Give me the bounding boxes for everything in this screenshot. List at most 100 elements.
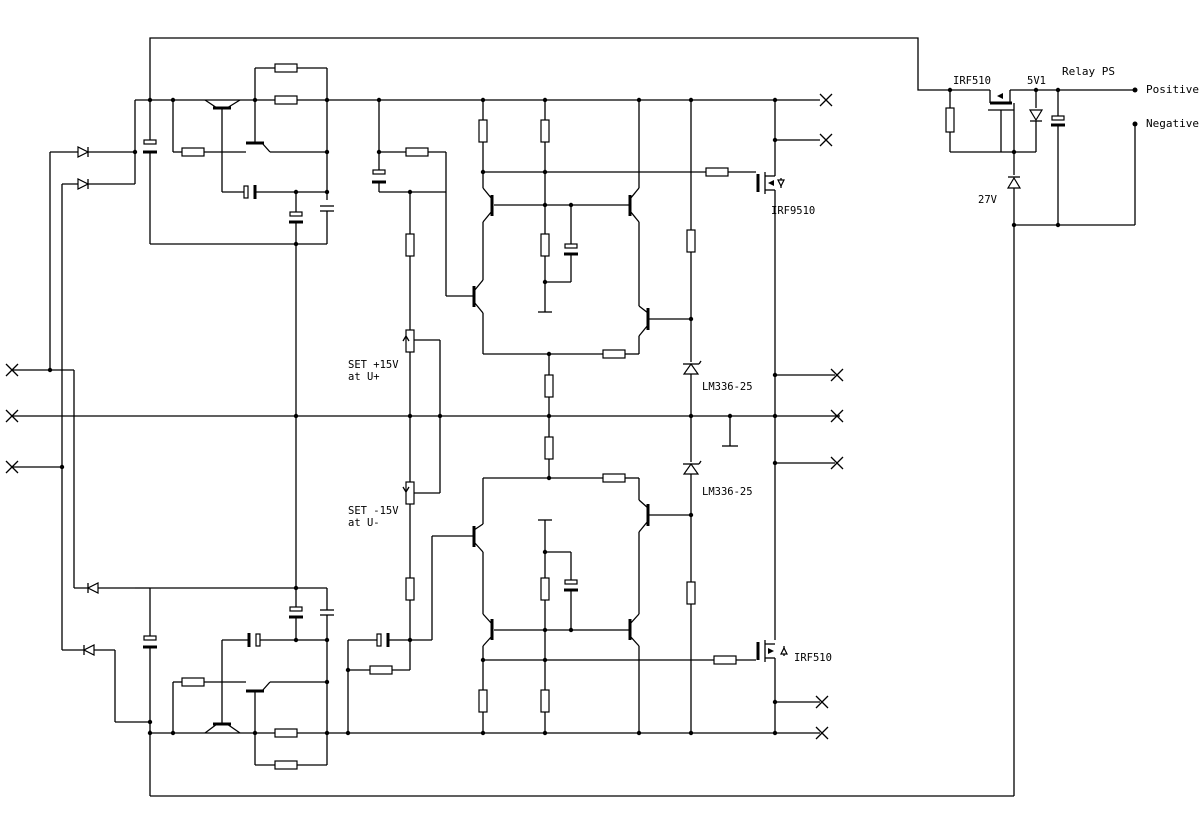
- resistor: [540, 233, 550, 257]
- resistor: [686, 581, 696, 605]
- mosfet-irf510-output: [756, 640, 788, 733]
- label-irf510-output: IRF510: [794, 652, 832, 664]
- frame-wires: [149, 37, 1015, 797]
- resistor: [540, 119, 550, 143]
- terminal-x: [830, 368, 844, 382]
- diode: [77, 178, 90, 190]
- set-divider-chain: [345, 97, 474, 733]
- bottom-rail: [143, 585, 820, 770]
- label-relay-ps: Relay PS: [1062, 65, 1115, 78]
- resistor: [540, 577, 550, 601]
- transistor-driver-top: [246, 100, 327, 153]
- resistor: [602, 349, 626, 359]
- label-set-pos: SET +15V: [348, 359, 399, 371]
- transistor-diff-left: [482, 187, 494, 280]
- terminals: [5, 93, 844, 740]
- mosfet-irf9510: [756, 100, 785, 640]
- label-27v: 27V: [978, 194, 998, 206]
- electrolytic-capacitor: [564, 243, 578, 249]
- zener-5v1: [1028, 109, 1044, 122]
- resistor: [181, 147, 205, 157]
- electrolytic-capacitor: [243, 185, 249, 199]
- label-set-neg: SET -15V: [348, 505, 399, 517]
- reference-lm336-bottom: [682, 460, 702, 475]
- label-irf9510: IRF9510: [771, 205, 815, 217]
- terminal-x: [5, 409, 19, 423]
- resistor: [405, 233, 415, 257]
- transistor-driver-bottom: [246, 681, 327, 733]
- relay-ps-section: [945, 87, 1138, 228]
- label-lm336-top: LM336-25: [702, 381, 753, 393]
- terminal-x: [5, 363, 19, 377]
- resistor: [686, 229, 696, 253]
- diode: [77, 146, 90, 158]
- electrolytic-capacitor: [143, 139, 157, 145]
- electrolytic-capacitor: [289, 606, 303, 612]
- mosfet-irf510-relay: [988, 90, 1014, 152]
- resistor: [945, 107, 955, 133]
- transistor-driver-lower-right: [638, 499, 691, 614]
- reference-chain: [682, 97, 738, 736]
- terminal-x: [5, 460, 19, 474]
- resistor: [544, 374, 554, 398]
- resistor: [478, 119, 488, 143]
- terminal-x: [819, 93, 833, 107]
- transistor-pass-top: [204, 99, 241, 192]
- terminal-x: [830, 409, 844, 423]
- resistor: [405, 577, 415, 601]
- resistor: [705, 167, 729, 177]
- terminal-x: [819, 133, 833, 147]
- transistor-driver-lower-left: [472, 523, 484, 614]
- label-set-neg-at: at U-: [348, 517, 380, 529]
- electrolytic-capacitor: [289, 211, 303, 217]
- zener-27v: [1006, 176, 1022, 189]
- resistor: [405, 147, 429, 157]
- resistor: [274, 63, 298, 73]
- resistor: [274, 760, 298, 770]
- electrolytic-capacitor: [255, 633, 261, 647]
- label-lm336-bottom: LM336-25: [702, 486, 753, 498]
- terminal-x: [815, 695, 829, 709]
- terminal-negative: [1132, 121, 1138, 127]
- resistor: [713, 655, 737, 665]
- lower-error-amp: [472, 473, 756, 736]
- resistor: [274, 728, 298, 738]
- resistor: [540, 689, 550, 713]
- label-5v1: 5V1: [1027, 75, 1046, 87]
- resistor: [602, 473, 626, 483]
- trimmer-set-pos: [405, 329, 415, 353]
- label-negative: Negative: [1146, 117, 1199, 130]
- diode: [82, 644, 95, 656]
- terminal-x: [830, 456, 844, 470]
- resistor: [478, 689, 488, 713]
- transistor-diff-lower-left: [482, 613, 494, 690]
- label-irf510-relay: IRF510: [953, 75, 991, 87]
- resistor: [369, 665, 393, 675]
- terminal-x: [815, 726, 829, 740]
- rectifier-input: [12, 100, 840, 723]
- terminal-positive: [1132, 87, 1138, 93]
- electrolytic-capacitor: [564, 579, 578, 585]
- top-rail: [135, 63, 820, 588]
- transistor-pass-bottom: [204, 640, 241, 734]
- transistor-driver-upper-right: [638, 305, 691, 354]
- resistor: [544, 436, 554, 460]
- resistor: [181, 677, 205, 687]
- electrolytic-capacitor: [372, 169, 386, 175]
- output-stage: [756, 97, 835, 736]
- electrolytic-capacitor: [1051, 115, 1065, 121]
- electrolytic-capacitor: [143, 635, 157, 641]
- label-positive: Positive: [1146, 83, 1199, 96]
- transistor-driver-upper-left: [472, 279, 484, 354]
- upper-error-amp: [472, 97, 756, 478]
- reference-lm336-top: [682, 360, 702, 375]
- electrolytic-capacitor: [376, 633, 382, 647]
- trimmer-set-neg: [405, 481, 415, 505]
- resistor: [274, 95, 298, 105]
- label-set-pos-at: at U+: [348, 371, 380, 383]
- transistor-diff-right: [628, 100, 640, 306]
- transistor-diff-lower-right: [628, 613, 640, 733]
- diode: [86, 582, 99, 594]
